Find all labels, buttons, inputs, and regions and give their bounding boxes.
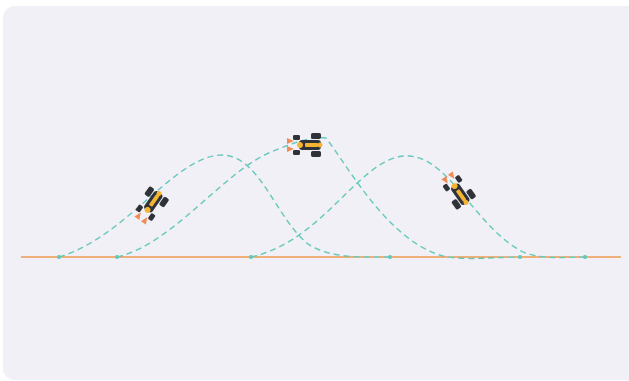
path-point	[388, 255, 392, 259]
diagram-canvas	[3, 6, 629, 380]
path-point	[249, 255, 253, 259]
path-point	[518, 255, 522, 259]
canvas-background	[3, 6, 629, 380]
path-point	[583, 255, 587, 259]
path-point	[115, 255, 119, 259]
path-point	[57, 255, 61, 259]
turning-paths-diagram	[3, 6, 629, 380]
